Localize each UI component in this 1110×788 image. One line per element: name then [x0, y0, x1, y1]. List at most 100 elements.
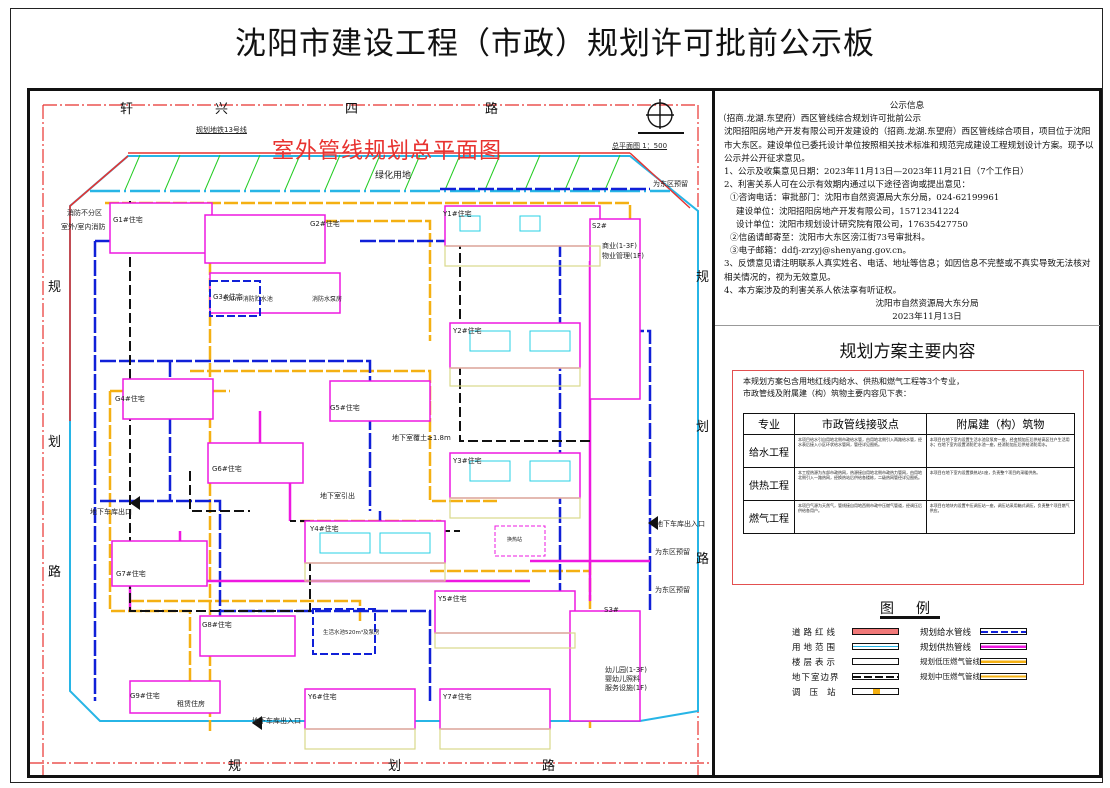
legend-label: 规划供热管线 [920, 643, 972, 653]
building-label: G2#住宅 [310, 220, 340, 228]
building-label: Y1#住宅 [443, 210, 472, 218]
content-title: 规划方案主要内容 [839, 342, 976, 362]
notice-signer: 沈阳市自然资源局大东分局 [875, 299, 979, 310]
fire-zone-label: 消防不分区 [67, 209, 102, 217]
page-title: 沈阳市建设工程（市政）规划许可批前公示板 [235, 26, 875, 62]
garage-exit-label: 地下车库出口 [90, 508, 132, 516]
road-label: 四 [345, 102, 359, 117]
notice-intro: 沈阳招阳房地产开发有限公司开发建设的（招商.龙湖.东望府）西区管线综合项目，项目… [724, 127, 1094, 164]
table-header-row: 专业 市政管线接驳点 附属建（构）筑物 [743, 413, 1076, 435]
connection-cell: 本项目给水引自用地北侧市政给水管，由用地北侧引入两路给水管，经水表后接入小区环状… [794, 434, 927, 468]
legend-label: 道路红线 [792, 628, 839, 638]
building-label: Y2#住宅 [453, 327, 482, 335]
north-arrow [646, 99, 674, 129]
low-pressure-gas-swatch [980, 658, 1027, 665]
legend-label: 规划中压燃气管线 [920, 672, 980, 681]
building-label: G4#住宅 [115, 395, 145, 403]
mid-pressure-gas-swatch [980, 673, 1027, 680]
notice-board [27, 88, 1102, 778]
rental-label: 租赁住房 [177, 700, 205, 708]
connection-cell: 本项目气源为天然气，管线接自用地西侧市政中压燃气管道，经调压后供给各用户。 [794, 500, 927, 534]
notice-item: 3、反馈意见请注明联系人真实姓名、电话、地址等信息；如因信息不完整或不真实导致无… [724, 259, 1091, 283]
building-label: S2# [592, 222, 607, 230]
board-frame [10, 8, 1103, 783]
content-intro: 本规划方案包含用地红线内给水、供热和燃气工程等3个专业， [743, 377, 965, 386]
road-label: 划 [696, 420, 710, 435]
building-label: G6#住宅 [212, 465, 242, 473]
legend-label: 规划给水管线 [920, 628, 972, 638]
basement-boundary-swatch [852, 673, 899, 680]
building-label: S3# [604, 606, 619, 614]
regulator-icon [873, 689, 880, 694]
green-label: 绿化用地 [375, 171, 412, 181]
road-label: 兴 [215, 102, 229, 117]
table-header: 专业 [743, 413, 795, 435]
road-label: 路 [696, 552, 710, 567]
kindergarten-label: 幼儿园(1-3F) [605, 666, 647, 674]
pump-room-label: 消防水泵房 [312, 296, 343, 303]
discipline-cell: 供热工程 [743, 467, 795, 501]
notice-item: 4、本方案涉及的利害关系人依法享有听证权。 [724, 285, 902, 296]
subway-label: 规划地铁13号线 [196, 126, 247, 134]
building-label: G9#住宅 [130, 692, 160, 700]
structure-cell: 本项目在地下室内设置换热站1座，负责整个项目的采暖供热。 [925, 467, 1076, 501]
kindergarten-label: 服务设施(1F) [605, 684, 647, 692]
road-label: 规 [48, 280, 62, 295]
substation-label: 换热站 [507, 537, 523, 543]
reserve-label: 为东区预留 [653, 180, 688, 188]
legend-label: 楼层表示 [792, 658, 839, 668]
notice-item: ①咨询电话：审批部门：沈阳市自然资源局大东分局，024-62199961 [730, 193, 1000, 204]
road-label: 路 [485, 102, 499, 117]
notice-heading: 公示信息 [889, 101, 925, 111]
reserve-label: 为东区预留 [655, 548, 690, 556]
notice-item: ③电子邮箱：ddfj-zrzyj@shenyang.gov.cn。 [730, 246, 912, 257]
garage-exit-label: 地下车库出入口 [656, 520, 705, 528]
legend-label: 调压站 [792, 688, 845, 698]
building-label: G7#住宅 [116, 570, 146, 578]
property-label: 物业管理(1F) [602, 252, 644, 260]
road-label: 规 [228, 759, 242, 774]
garage-arrows [130, 496, 658, 730]
fire-pool-label: 500m³消防贮水池 [223, 296, 273, 303]
kindergarten-label: 婴幼儿照料 [605, 675, 640, 683]
water-pipe-swatch [980, 628, 1027, 635]
notice-date: 2023年11月13日 [892, 312, 962, 323]
notice-subheading: （招商.龙湖.东望府）西区管线综合规划许可批前公示 [718, 114, 922, 125]
building-label: Y6#住宅 [308, 693, 337, 701]
road-label: 路 [542, 759, 556, 774]
discipline-cell: 给水工程 [743, 434, 795, 468]
building-label: G3#住宅 [213, 293, 243, 301]
notice-item: 设计单位：沈阳市规划设计研究院有限公司，17635427750 [736, 219, 969, 230]
commerce-label: 商业(1-3F) [602, 242, 637, 250]
building-label: G1#住宅 [113, 216, 143, 224]
legend-underline [880, 616, 940, 619]
building-label: Y4#住宅 [310, 525, 339, 533]
content-intro: 市政管线及附属建（构）筑物主要内容见下表： [743, 389, 911, 398]
reserve-label: 为东区预留 [655, 586, 690, 594]
table-header: 市政管线接驳点 [794, 413, 927, 435]
heat-pipe-swatch [980, 643, 1027, 650]
notice-item: 1、公示及收集意见日期：2023年11月13日—2023年11月21日（7个工作… [724, 167, 1029, 178]
floor-indicator-swatch [852, 658, 899, 665]
regulator-station-swatch [852, 688, 899, 695]
table-row: 供热工程 本工程热源为东部市政热网，热源接自用地北侧市政热力管网，由用地北侧引入… [743, 467, 1076, 501]
site-plan: 轩 兴 四 路 规 划 路 规 划 路 规 划 路 室外管线规划总平面图 总平面… [30, 91, 712, 775]
site-boundary-swatch [852, 643, 899, 650]
plan-title: 室外管线规划总平面图 [272, 139, 503, 164]
building-label: G8#住宅 [202, 621, 232, 629]
building-label: Y5#住宅 [438, 595, 467, 603]
panel-divider [712, 88, 715, 778]
road-label: 轩 [120, 102, 134, 117]
content-box: 本规划方案包含用地红线内给水、供热和燃气工程等3个专业， 市政管线及附属建（构）… [732, 370, 1084, 585]
building-label: Y7#住宅 [443, 693, 472, 701]
structure-cell: 本项目在地块内设置中压调压站一座，调压站采用箱式调压，负责整个项目燃气供应。 [925, 500, 1076, 534]
road-label: 划 [388, 759, 402, 774]
basement-lead-label: 地下室引出 [320, 492, 355, 500]
table-header: 附属建（构）筑物 [925, 413, 1076, 435]
green-hatch [124, 154, 621, 191]
water-pool-label: 生活水池520m³及泵房 [323, 630, 380, 636]
site-plan-drawing [30, 99, 712, 775]
garage-exit-label: 地下车库出入口 [252, 717, 301, 725]
discipline-cell: 燃气工程 [743, 500, 795, 534]
road-label: 划 [48, 435, 62, 450]
